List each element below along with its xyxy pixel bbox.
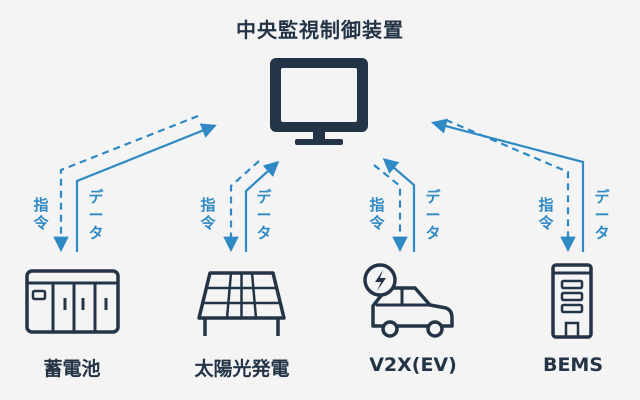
solar-command-label: 指 令: [200, 196, 216, 232]
bems-data-arrow: [431, 118, 585, 252]
monitor-icon: [270, 58, 368, 145]
bems-command-arrow: [445, 118, 576, 253]
solar-data-arrow: [244, 160, 280, 252]
battery-storage-icon: [25, 269, 120, 334]
v2x-command-arrow: [373, 164, 408, 253]
battery-data-arrow: [75, 123, 217, 252]
solar-label: 太陽光発電: [194, 358, 290, 380]
battery-label: 蓄電池: [43, 358, 101, 380]
central-monitoring-title: 中央監視制御装置: [236, 18, 404, 42]
solar-command-arrow: [223, 160, 260, 253]
v2x-label: V2X(EV): [369, 354, 457, 376]
ev-car-icon: [363, 263, 454, 338]
v2x-data-label: デ ー タ: [425, 188, 441, 242]
v2x-command-label: 指 令: [369, 196, 385, 232]
solar-panel-icon: [197, 271, 286, 336]
solar-data-label: デ ー タ: [256, 188, 272, 242]
bems-data-label: デ ー タ: [594, 188, 610, 242]
battery-command-label: 指 令: [33, 196, 49, 232]
building-icon: [551, 263, 593, 339]
v2x-data-arrow: [382, 157, 416, 252]
bems-command-label: 指 令: [538, 196, 554, 232]
battery-command-arrow: [53, 114, 199, 253]
bems-label: BEMS: [542, 354, 604, 376]
battery-data-label: デ ー タ: [88, 188, 104, 242]
